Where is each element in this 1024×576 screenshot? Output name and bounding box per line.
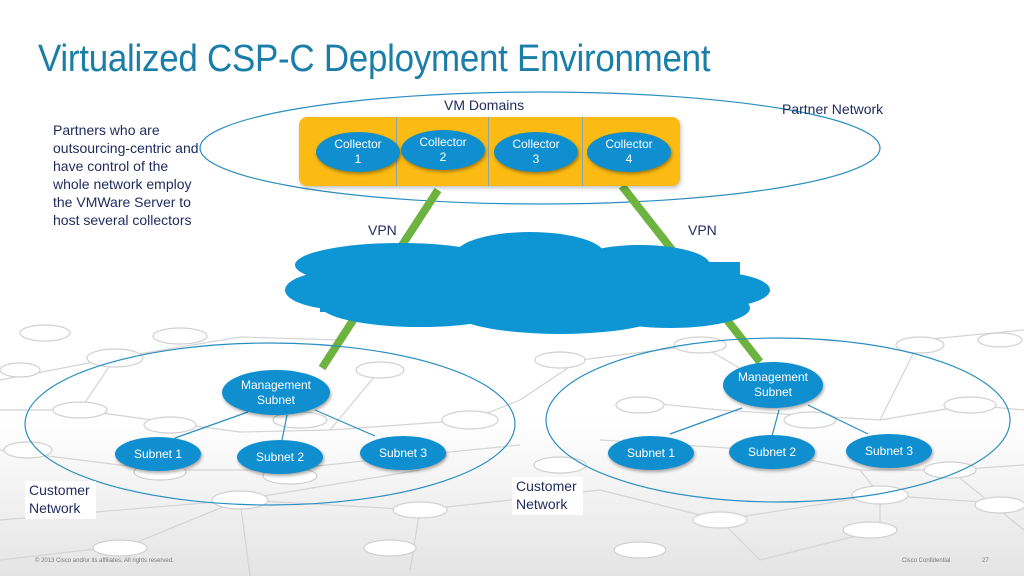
vpn-label-right: VPN (688, 222, 717, 238)
vm-domains-label: VM Domains (444, 97, 525, 113)
panel-divider (582, 117, 583, 186)
subnet-3-node-right: Subnet 3 (846, 434, 932, 468)
vpn-label-left: VPN (368, 222, 397, 238)
slide-title: Virtualized CSP-C Deployment Environment (38, 38, 711, 80)
footer-confidential: Cisco Confidential (902, 558, 951, 564)
customer-network-outline-left (24, 342, 516, 506)
internet-cloud (285, 232, 770, 334)
partner-network-label: Partner Network (782, 101, 884, 117)
customer-network-outline-right (545, 337, 1011, 503)
subnet-3-node-left: Subnet 3 (360, 436, 446, 470)
footer-copyright: © 2013 Cisco and/or its affiliates. All … (35, 558, 174, 564)
footer-page-number: 27 (982, 558, 989, 564)
subnet-1-node-right: Subnet 1 (608, 436, 694, 470)
subnet-1-node-left: Subnet 1 (115, 437, 201, 471)
subnet-2-node-right: Subnet 2 (729, 435, 815, 469)
partner-network-outline (199, 91, 881, 205)
subnet-2-node-left: Subnet 2 (237, 440, 323, 474)
panel-divider (488, 117, 489, 186)
description-text: Partners who are outsourcing-centric and… (53, 122, 199, 228)
